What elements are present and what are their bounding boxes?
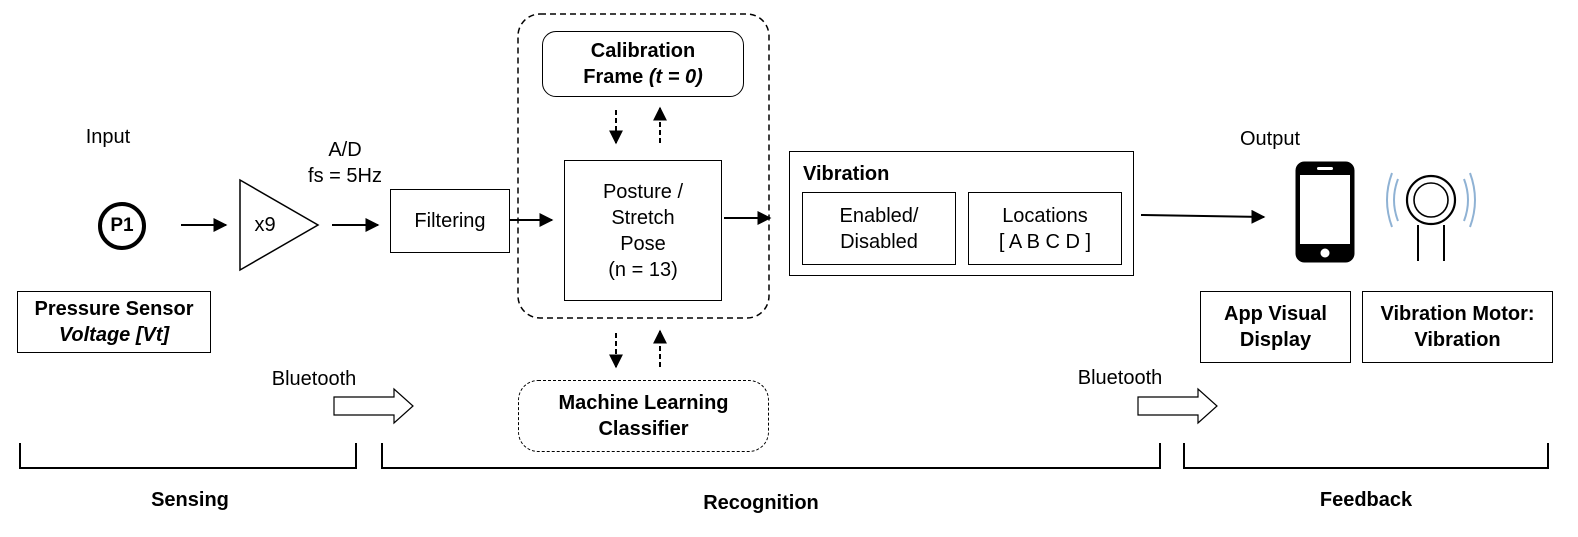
vibration-motor-box: Vibration Motor: Vibration [1362,291,1553,363]
calibration-frame-box: Calibration Frame (t = 0) [542,31,744,97]
app-display-line1: App Visual [1224,303,1327,325]
posture-pose-box: Posture / Stretch Pose (n = 13) [564,160,722,301]
enabled-line1: Enabled/ [839,204,919,227]
arrow-vibration-to-output [1140,209,1266,224]
vibration-title: Vibration [803,163,890,185]
calibration-frame-text: Frame [583,66,649,88]
stage-label-feedback: Feedback [1319,489,1413,511]
bracket-sensing [19,443,357,469]
amplifier-gain-label: x9 [254,214,276,236]
locations-line1: Locations [1002,204,1088,227]
posture-line1: Posture / [602,180,684,203]
calibration-time-text: (t = 0) [648,66,703,88]
app-display-line2: Display [1239,329,1312,351]
bluetooth-arrow-right [1137,387,1218,425]
app-visual-display-box: App Visual Display [1200,291,1351,363]
smartphone-icon [1295,161,1355,263]
sensor-node-p1: P1 [98,202,146,250]
pressure-sensor-title: Pressure Sensor [34,298,194,320]
stage-label-recognition: Recognition [703,492,819,514]
bluetooth-label-left: Bluetooth [271,368,357,390]
amplifier-triangle [239,178,320,272]
calibration-line2: Frame (t = 0) [583,64,703,90]
classifier-line2: Classifier [598,418,689,440]
input-label: Input [85,126,131,148]
adc-label-line2: fs = 5Hz [308,165,382,187]
pressure-sensor-box: Pressure Sensor Voltage [Vt] [17,291,211,353]
calibration-line1: Calibration [590,40,696,62]
output-label: Output [1239,128,1301,150]
classifier-line1: Machine Learning [558,392,729,414]
ml-classifier-box: Machine Learning Classifier [518,380,769,452]
pressure-sensor-unit: Voltage [Vt] [58,324,170,346]
vibration-panel: Vibration Enabled/ Disabled Locations [ … [789,151,1134,276]
bluetooth-label-right: Bluetooth [1077,367,1163,389]
stage-label-sensing: Sensing [151,489,229,511]
recognition-group-frame [517,13,770,319]
posture-line4: (n = 13) [608,258,678,281]
enabled-line2: Disabled [840,230,918,253]
locations-line2: [ A B C D ] [998,230,1092,253]
bracket-recognition [381,443,1161,469]
adc-label-line1: A/D [328,139,362,161]
posture-line3: Pose [620,232,666,255]
vibration-enabled-box: Enabled/ Disabled [802,192,956,265]
posture-line2: Stretch [611,206,675,229]
bluetooth-arrow-left [333,387,414,425]
motor-line2: Vibration [1414,329,1501,351]
motor-line1: Vibration Motor: [1380,303,1535,325]
filtering-box: Filtering [390,189,510,253]
vibration-locations-box: Locations [ A B C D ] [968,192,1122,265]
bracket-feedback [1183,443,1549,469]
vibration-motor-icon [1386,172,1476,261]
